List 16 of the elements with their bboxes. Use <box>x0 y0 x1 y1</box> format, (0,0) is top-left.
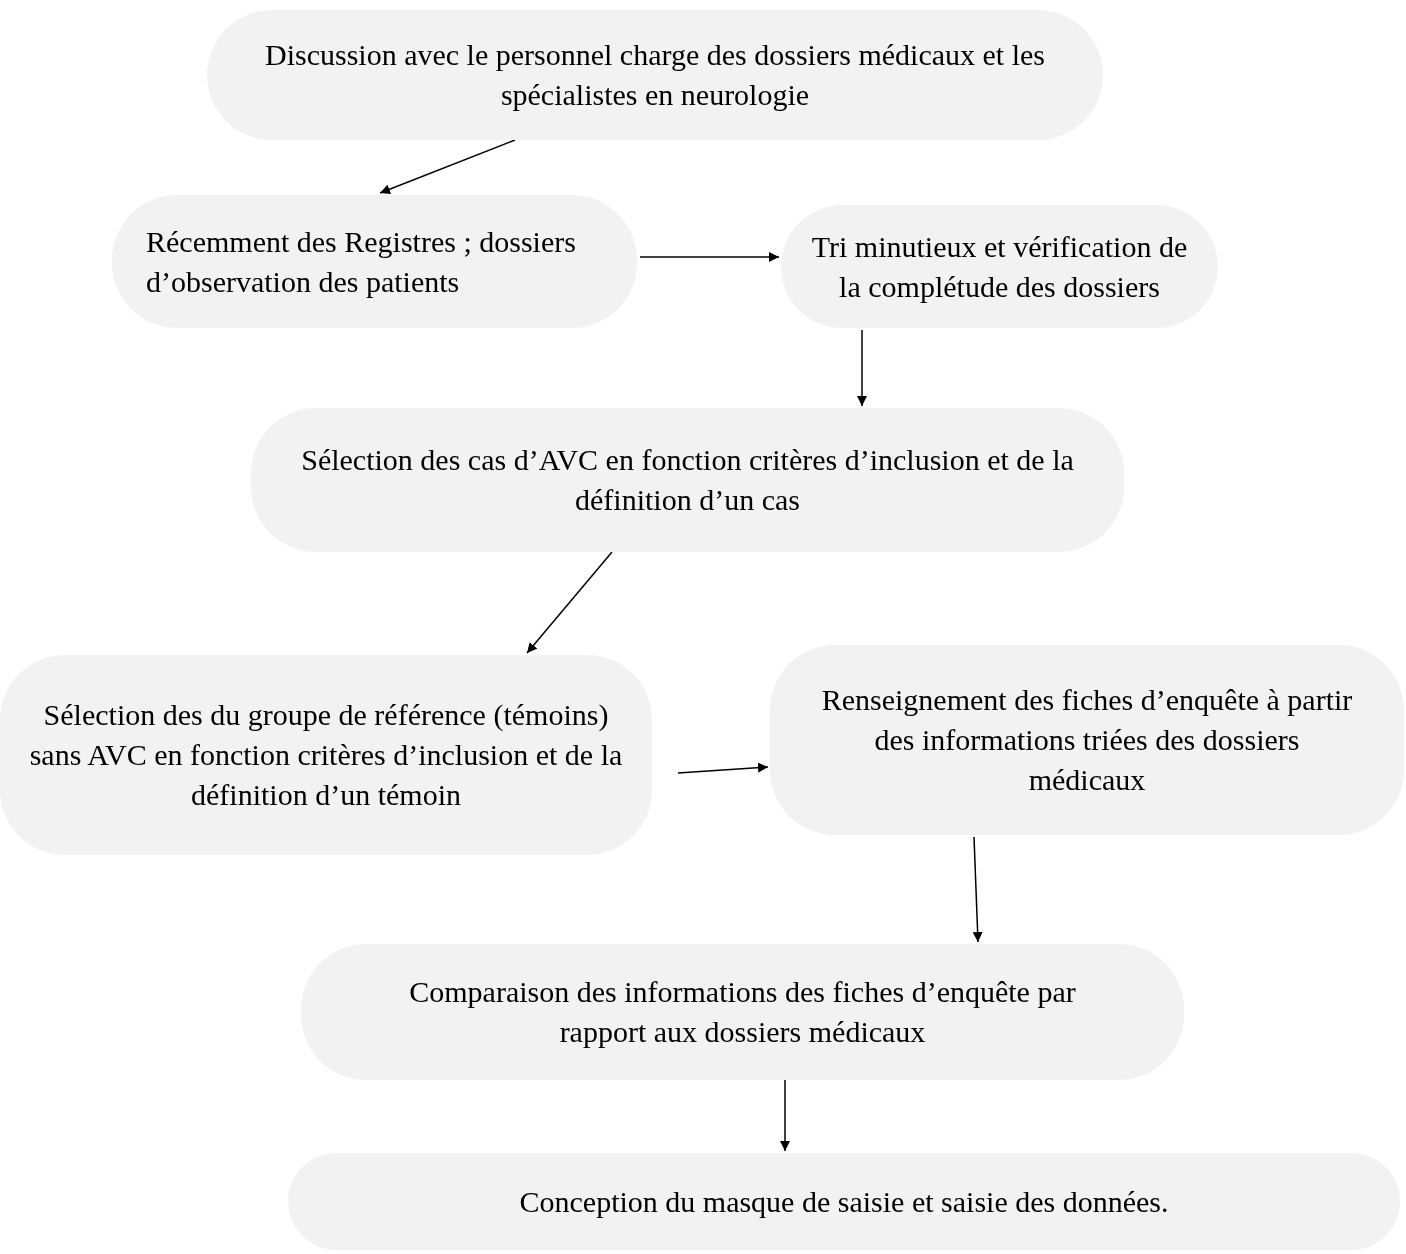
arrow <box>639 252 780 262</box>
step-text: Discussion avec le personnel charge des dossiers médicaux et les spécialistes en neurologie <box>263 37 1046 113</box>
arrow <box>526 551 613 654</box>
arrow <box>677 762 769 774</box>
arrow <box>857 329 867 407</box>
arrow <box>780 1079 790 1152</box>
arrow <box>972 836 983 943</box>
process-pill <box>0 655 652 855</box>
step-text: Tri minutieux et vérification de la complétude des dossiers <box>810 228 1189 305</box>
arrow <box>379 139 516 194</box>
step-text: Sélection des du groupe de référence (témoins) sans AVC en fonction critères d’inclusion et de la définition d’un témoin <box>28 697 624 813</box>
step-text: Conception du masque de saisie et saisie des données. <box>519 1183 1169 1220</box>
step-text: Récemment des Registres ; dossiers d’observation des patients <box>146 223 577 300</box>
step-text: Sélection des cas d’AVC en fonction critères d’inclusion et de la définition d’un cas <box>301 442 1074 518</box>
step-text: Comparaison des informations des fiches d’enquête par rapport aux dossiers médicaux <box>408 974 1077 1050</box>
step-text: Renseignement des fiches d’enquête à partir des informations triées des dossiers médicaux <box>820 682 1354 798</box>
